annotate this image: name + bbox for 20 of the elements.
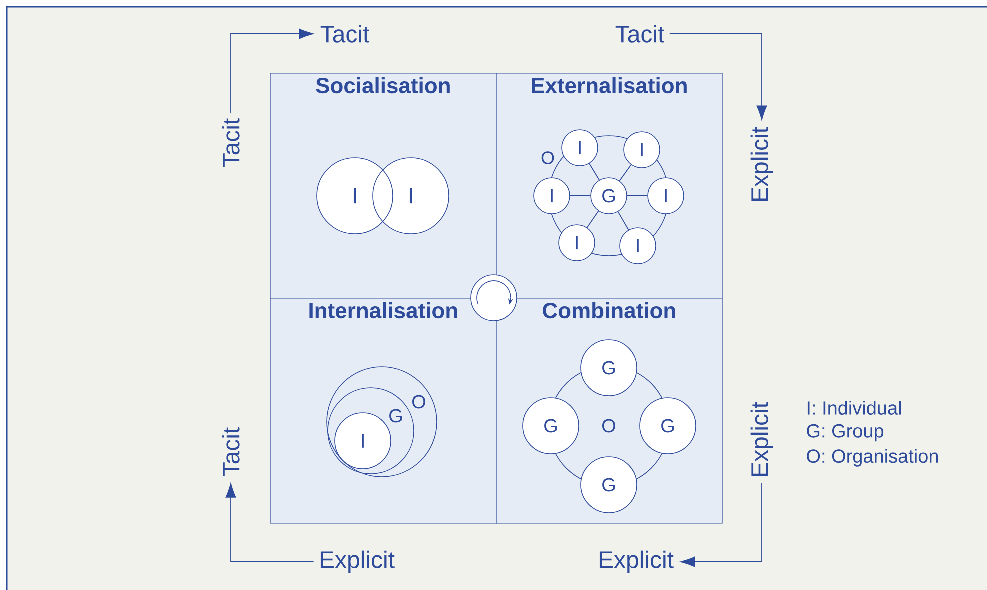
axis-label: Tacit [320, 25, 370, 43]
axis-label: Tacit [222, 428, 240, 476]
legend-text: G: Group [807, 424, 884, 442]
axis-label: Tacit [616, 25, 665, 43]
axis-label: Explicit [750, 127, 774, 202]
connector-line [589, 163, 600, 181]
axis-label: Explicit [320, 550, 395, 574]
legend-text: O: Organisation [807, 449, 938, 467]
axis-label: Tacit [222, 118, 240, 168]
axis-label: Explicit [750, 402, 774, 476]
arrow [226, 483, 314, 562]
arrow [669, 34, 768, 120]
connector-line [619, 164, 632, 182]
cycle-icon [470, 274, 518, 322]
connector-line [618, 211, 630, 231]
connector-line [586, 210, 600, 228]
arrow [230, 28, 314, 114]
axis-label: Explicit [600, 550, 674, 574]
arrow [680, 482, 762, 568]
legend-text: I: Individual [808, 401, 902, 415]
